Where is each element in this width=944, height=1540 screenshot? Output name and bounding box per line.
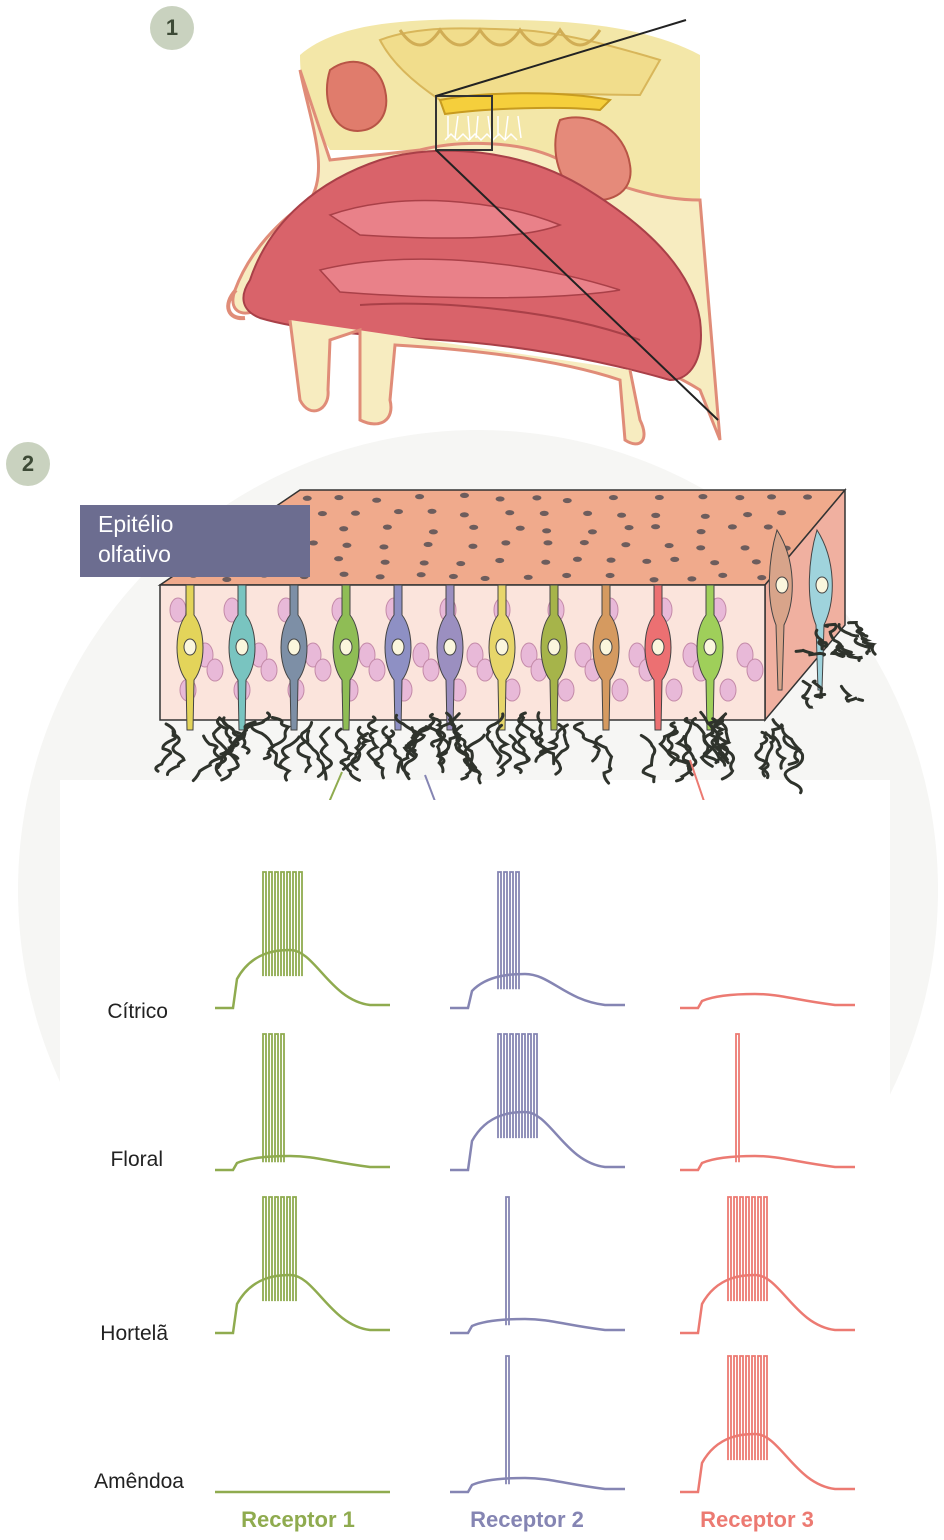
receptor-2-label: Receptor 2 xyxy=(447,1507,607,1533)
trace-2-3 xyxy=(680,1034,855,1170)
spike xyxy=(275,1197,278,1301)
trace-baseline xyxy=(450,1478,625,1492)
spike xyxy=(746,1356,749,1460)
spike xyxy=(504,1034,507,1138)
spike xyxy=(275,1034,278,1162)
spike xyxy=(299,872,302,976)
trace-baseline xyxy=(215,1275,390,1333)
spike xyxy=(522,1034,525,1138)
trace-2-1 xyxy=(215,1034,390,1170)
spike xyxy=(275,872,278,976)
trace-baseline xyxy=(450,1319,625,1333)
trace-1-3 xyxy=(680,994,855,1008)
trace-baseline xyxy=(680,994,855,1008)
trace-3-1 xyxy=(215,1197,390,1333)
receptor-1-label: Receptor 1 xyxy=(218,1507,378,1533)
spike xyxy=(734,1197,737,1301)
spike xyxy=(506,1197,509,1325)
spike xyxy=(504,872,507,989)
spike xyxy=(281,872,284,976)
spike xyxy=(287,1197,290,1301)
spike xyxy=(764,1356,767,1460)
trace-3-2 xyxy=(450,1197,625,1333)
spike xyxy=(510,872,513,989)
trace-4-2 xyxy=(450,1356,625,1492)
spike xyxy=(498,872,501,989)
trace-2-2 xyxy=(450,1034,625,1170)
odor-label-hortela: Hortelã xyxy=(58,1322,168,1346)
trace-4-3 xyxy=(680,1356,855,1492)
spike xyxy=(263,1197,266,1301)
spike xyxy=(758,1197,761,1301)
spike xyxy=(498,1034,501,1138)
spike xyxy=(510,1034,513,1138)
spike xyxy=(293,1197,296,1301)
spike xyxy=(516,872,519,989)
spike xyxy=(281,1034,284,1162)
spike xyxy=(728,1197,731,1301)
receptor-3-label: Receptor 3 xyxy=(677,1507,837,1533)
spike xyxy=(740,1197,743,1301)
spike xyxy=(528,1034,531,1138)
spike xyxy=(287,872,290,976)
spike xyxy=(740,1356,743,1460)
trace-baseline xyxy=(680,1156,855,1170)
trace-baseline xyxy=(215,1156,390,1170)
trace-baseline xyxy=(450,974,625,1008)
spike xyxy=(758,1356,761,1460)
spike xyxy=(746,1197,749,1301)
spike xyxy=(764,1197,767,1301)
trace-1-2 xyxy=(450,872,625,1008)
odor-label-citrico: Cítrico xyxy=(58,1000,168,1024)
trace-3-3 xyxy=(680,1197,855,1333)
spike xyxy=(734,1356,737,1460)
spike xyxy=(506,1356,509,1484)
spike xyxy=(269,872,272,976)
trace-1-1 xyxy=(215,872,390,1008)
spike xyxy=(263,1034,266,1162)
spike xyxy=(516,1034,519,1138)
spike xyxy=(728,1356,731,1460)
spike xyxy=(736,1034,739,1162)
odor-label-floral: Floral xyxy=(53,1148,163,1172)
spike xyxy=(534,1034,537,1138)
spike xyxy=(263,872,266,976)
spike xyxy=(293,872,296,976)
spike xyxy=(752,1197,755,1301)
odor-label-amendoa: Amêndoa xyxy=(74,1470,184,1494)
spike xyxy=(269,1197,272,1301)
spike xyxy=(281,1197,284,1301)
spike xyxy=(269,1034,272,1162)
spike xyxy=(752,1356,755,1460)
